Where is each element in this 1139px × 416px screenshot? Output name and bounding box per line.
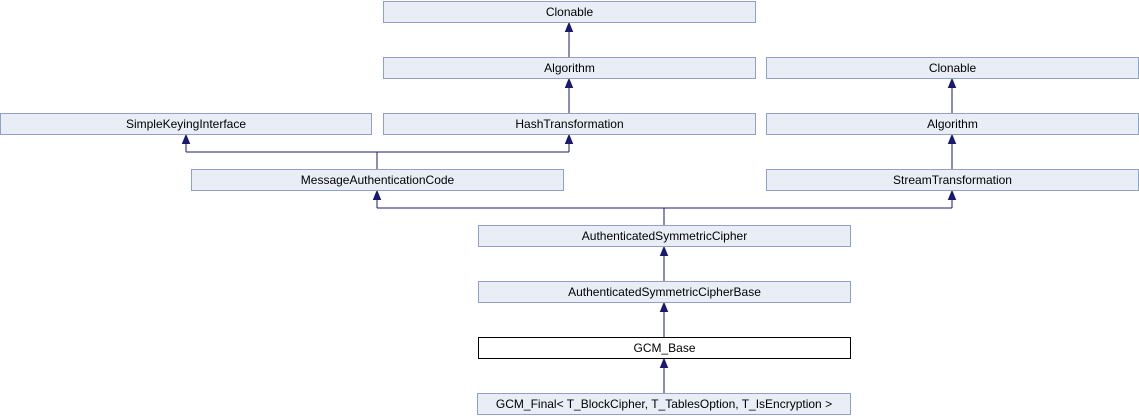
class-node-simplekeyinginterface[interactable]: SimpleKeyingInterface [0, 113, 372, 135]
class-node-authenticatedsymmetriccipherbase[interactable]: AuthenticatedSymmetricCipherBase [478, 281, 851, 303]
class-node-messageauthenticationcode[interactable]: MessageAuthenticationCode [191, 169, 564, 191]
class-node-clonable-top[interactable]: Clonable [383, 1, 756, 23]
class-node-clonable-right[interactable]: Clonable [766, 57, 1139, 79]
class-node-algorithm-right[interactable]: Algorithm [766, 113, 1139, 135]
class-node-streamtransformation[interactable]: StreamTransformation [766, 169, 1139, 191]
class-node-algorithm-center[interactable]: Algorithm [383, 57, 756, 79]
class-node-hashtransformation[interactable]: HashTransformation [383, 113, 756, 135]
class-node-gcm-final[interactable]: GCM_Final< T_BlockCipher, T_TablesOption… [477, 393, 851, 415]
class-node-authenticatedsymmetriccipher[interactable]: AuthenticatedSymmetricCipher [478, 225, 851, 247]
class-node-gcm-base: GCM_Base [478, 337, 851, 359]
